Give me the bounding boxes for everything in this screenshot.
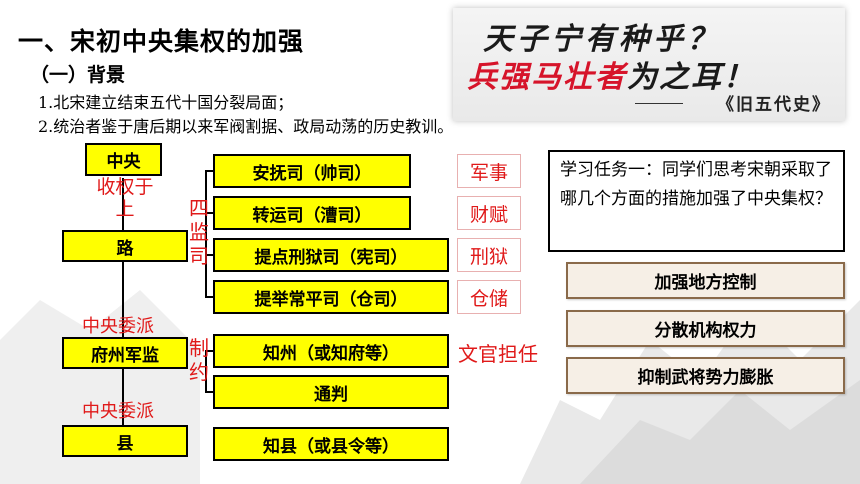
zhiyue-bracket-bottom [205, 391, 213, 393]
quote-line-1: 天子宁有种乎？ [483, 22, 721, 57]
quote-line-2-red: 兵强马壮者 [467, 60, 627, 95]
quote-line-2: 兵强马壮者为之耳！ [467, 52, 755, 96]
quote-dash [635, 103, 683, 104]
office-zhuanyunsi: 转运司（漕司） [213, 196, 411, 230]
section-subtitle: （一）背景 [30, 64, 126, 86]
duty-military: 军事 [457, 154, 521, 188]
office-anfusi: 安抚司（帅司） [213, 154, 411, 188]
arrow-label-shouquan: 收权于上 [96, 176, 154, 220]
measure-split-power: 分散机构权力 [566, 310, 845, 347]
civil-official-label: 文官担任 [458, 342, 538, 366]
lu-box: 路 [62, 230, 188, 262]
duty-finance: 财赋 [457, 196, 521, 230]
page-title: 一、宋初中央集权的加强 [18, 27, 305, 56]
zhiyue-bracket-top [205, 350, 213, 352]
zhiyue-bracket-line [205, 350, 207, 392]
hierarchy-spine-line [122, 178, 124, 449]
measure-restrain-generals: 抑制武将势力膨胀 [566, 357, 845, 394]
office-tijuchangpingsi: 提举常平司（仓司） [213, 280, 449, 314]
sijian-bracket-top [205, 170, 213, 172]
office-zhixian: 知县（或县令等） [213, 427, 449, 461]
zhiyue-label: 制约 [189, 336, 209, 384]
fuzhou-box: 府州军监 [62, 337, 188, 369]
background-point-1: 1.北宋建立结束五代十国分裂局面； [38, 93, 294, 112]
sijian-bracket-3 [205, 254, 213, 256]
central-box: 中央 [85, 143, 162, 176]
background-point-2: 2.统治者鉴于唐后期以来军阀割据、政局动荡的历史教训。 [38, 117, 454, 136]
quote-line-2-black: 为之耳！ [627, 60, 755, 95]
measure-local-control: 加强地方控制 [566, 262, 845, 299]
sijian-bracket-2 [205, 212, 213, 214]
duty-granary: 仓储 [457, 280, 521, 314]
sijian-bracket-bottom [205, 296, 213, 298]
quote-source: 《旧五代史》 [717, 95, 831, 115]
office-tongpan: 通判 [213, 375, 449, 409]
sijian-label: 四监司 [189, 196, 209, 268]
duty-justice: 刑狱 [457, 238, 521, 272]
sijian-bracket-line [205, 170, 207, 298]
quote-calligraphy: 天子宁有种乎？ 兵强马壮者为之耳！ 《旧五代史》 [453, 8, 845, 121]
dispatch-label-1: 中央委派 [82, 316, 154, 337]
office-zhizhou: 知州（或知府等） [213, 334, 449, 368]
xian-box: 县 [62, 425, 188, 457]
dispatch-label-2: 中央委派 [82, 401, 154, 422]
learning-task-box: 学习任务一：同学们思考宋朝采取了哪几个方面的措施加强了中央集权？ [548, 150, 845, 252]
office-tidianxingyusi: 提点刑狱司（宪司） [213, 238, 449, 272]
